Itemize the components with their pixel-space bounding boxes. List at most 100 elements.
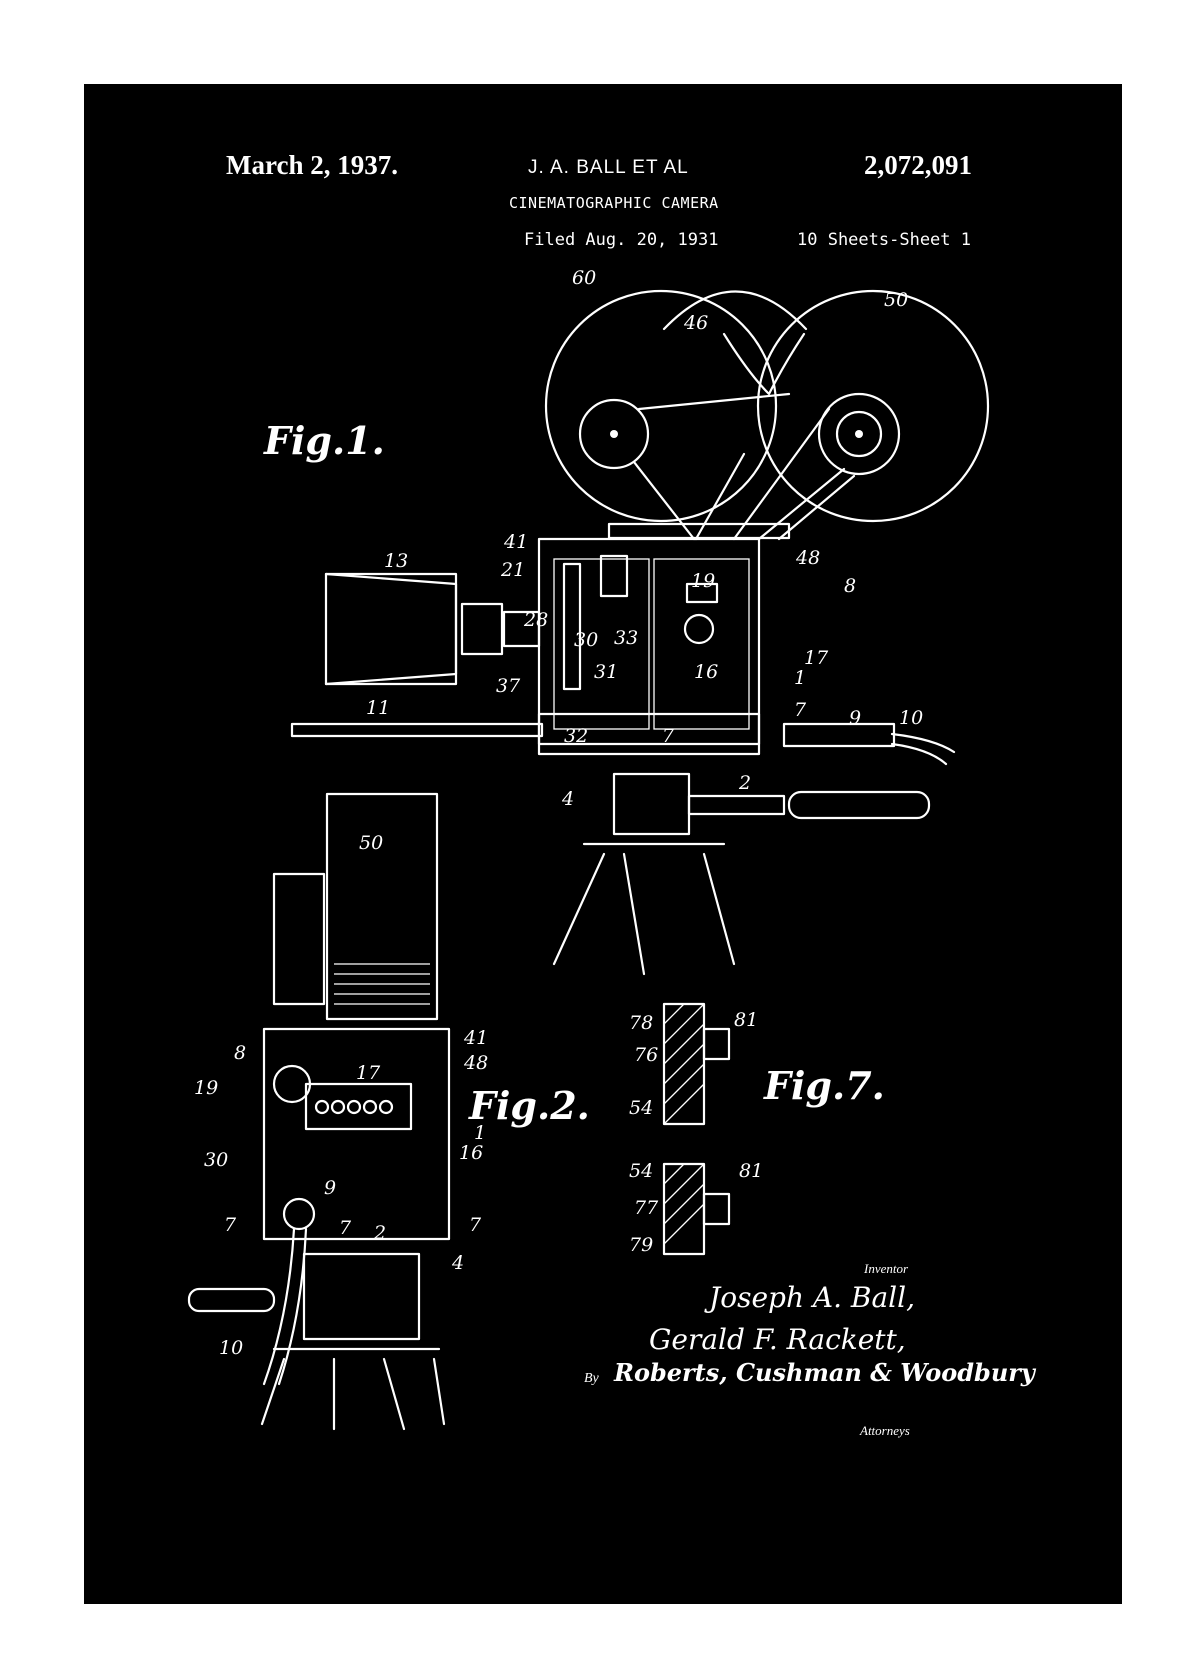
fig1-reference-numeral: 41 [503, 531, 528, 553]
pan-handle [687, 794, 786, 816]
right-sprocket-hub [855, 430, 863, 438]
fig2-magazine-lines [334, 963, 430, 1005]
focus-rod [290, 722, 544, 738]
magazine-top [662, 290, 808, 331]
magazine-center [722, 332, 806, 396]
fig2-counter-4 [362, 1099, 378, 1115]
body-door-right [653, 558, 750, 730]
patent-date: March 2, 1937. [226, 150, 398, 180]
fig7-reference-numeral: 81 [734, 1009, 758, 1031]
matte-box [324, 572, 458, 686]
fig7-lower-bolt [702, 1192, 731, 1226]
fig1-reference-numeral: 33 [614, 627, 638, 649]
patent-sheet: March 2, 1937. J. A. BALL ET AL 2,072,09… [84, 84, 1122, 1604]
fig1-reference-numeral: 2 [738, 772, 751, 794]
fig2-reference-numeral: 48 [463, 1052, 488, 1074]
fig1-reference-numeral: 10 [899, 707, 923, 729]
lens-mount [502, 610, 541, 648]
fig2-reference-numeral: 17 [356, 1062, 381, 1084]
fig7-reference-numeral: 81 [739, 1160, 763, 1182]
inventor-line: J. A. BALL ET AL [528, 157, 689, 178]
fig2-reference-numeral: 7 [339, 1217, 352, 1239]
fig1-reference-numeral: 60 [572, 267, 596, 289]
fig2-reference-numeral: 7 [224, 1214, 237, 1236]
fig2-counter-5 [378, 1099, 394, 1115]
fig7-reference-numeral: 77 [634, 1197, 659, 1219]
fig1-reference-numeral: 1 [794, 667, 806, 689]
fig2-reference-numeral: 10 [219, 1337, 243, 1359]
fig1-reference-numeral: 37 [496, 675, 521, 697]
figure-2-label: Fig.2. [468, 1083, 590, 1128]
fig7-reference-numeral: 76 [634, 1044, 658, 1066]
fig1-reference-numeral: 17 [804, 647, 829, 669]
left-sprocket-hub [610, 430, 618, 438]
fig2-tripod-legs [260, 1347, 446, 1431]
fig1-reference-numeral: 16 [694, 661, 718, 683]
lens-barrel [460, 602, 504, 656]
right-sprocket [817, 392, 901, 476]
crank-handle [782, 722, 896, 748]
fig2-reference-numeral: 50 [359, 832, 383, 854]
by-label: By [584, 1371, 599, 1386]
fig1-reference-numeral: 32 [564, 725, 588, 747]
fig1-reference-numeral: 30 [574, 629, 598, 651]
lens-hood [324, 572, 458, 686]
fig2-crank [187, 1287, 276, 1313]
film-gate [562, 562, 582, 691]
inventor-label: Inventor [864, 1261, 909, 1276]
fig7-reference-numeral: 78 [629, 1012, 653, 1034]
film-path-right [732, 407, 856, 541]
fig2-lens-port [272, 1064, 312, 1104]
fig2-tripod-head [302, 1252, 421, 1341]
fig2-reference-numeral: 30 [204, 1149, 228, 1171]
figure-7-label: Fig.7. [763, 1063, 885, 1108]
fig2-reference-numeral: 8 [234, 1042, 246, 1064]
filed-date: Filed Aug. 20, 1931 [524, 230, 719, 250]
fig2-reference-numeral: 7 [469, 1214, 482, 1236]
fig1-reference-numeral: 19 [691, 570, 715, 592]
fig2-reference-numeral: 19 [194, 1077, 218, 1099]
film-path-left [632, 392, 791, 541]
right-sprocket-inner [835, 410, 883, 458]
figure-1-camera: Fig.1. [263, 289, 990, 976]
fig1-reference-numeral: 4 [561, 788, 574, 810]
fig1-reference-numeral: 11 [366, 697, 390, 719]
fig2-reference-numeral: 4 [451, 1252, 464, 1274]
fig2-counter-2 [330, 1099, 346, 1115]
power-cable [890, 732, 956, 766]
fig1-reference-numeral: 13 [384, 550, 408, 572]
left-sprocket [578, 398, 650, 470]
tripod-legs [552, 842, 736, 976]
footage-dial [683, 613, 715, 645]
fig2-cable-port [282, 1197, 316, 1231]
fig7-hatching [663, 1003, 705, 1245]
figure-2-camera: Fig.2. [187, 792, 590, 1431]
counter-window [685, 582, 719, 604]
fig2-cable [262, 1227, 308, 1386]
patent-number: 2,072,091 [864, 150, 972, 180]
fig7-reference-numeral: 54 [629, 1097, 653, 1119]
fig1-reference-numeral: 8 [844, 575, 856, 597]
viewfinder-block [599, 554, 629, 598]
fig1-reference-numeral: 28 [523, 609, 548, 631]
fig2-reference-numeral: 9 [324, 1177, 336, 1199]
fig2-body [262, 1027, 451, 1241]
fig1-reference-numeral: 31 [594, 661, 618, 683]
inventor-name-1: Joseph A. Ball, [709, 1281, 915, 1314]
fig2-reference-numeral: 41 [463, 1027, 488, 1049]
tripod-head [612, 772, 691, 836]
fig1-reference-numeral: 46 [683, 312, 708, 334]
camera-base [537, 712, 761, 756]
inventor-name-2: Gerald F. Rackett, [649, 1323, 906, 1356]
fig7-upper-bolt [702, 1027, 731, 1061]
fig2-reference-numeral: 1 [474, 1122, 486, 1144]
patent-drawing: Fig.1. Fig.2. Fig.7 [187, 267, 990, 1431]
fig2-magazine [325, 792, 439, 1021]
fig1-reference-numeral: 48 [795, 547, 820, 569]
figure-1-label: Fig.1. [263, 418, 385, 463]
fig2-counter-1 [314, 1099, 330, 1115]
fig2-reference-numeral: 16 [459, 1142, 483, 1164]
sheet-count: 10 Sheets-Sheet 1 [797, 230, 971, 250]
pan-handle-grip [787, 790, 931, 820]
